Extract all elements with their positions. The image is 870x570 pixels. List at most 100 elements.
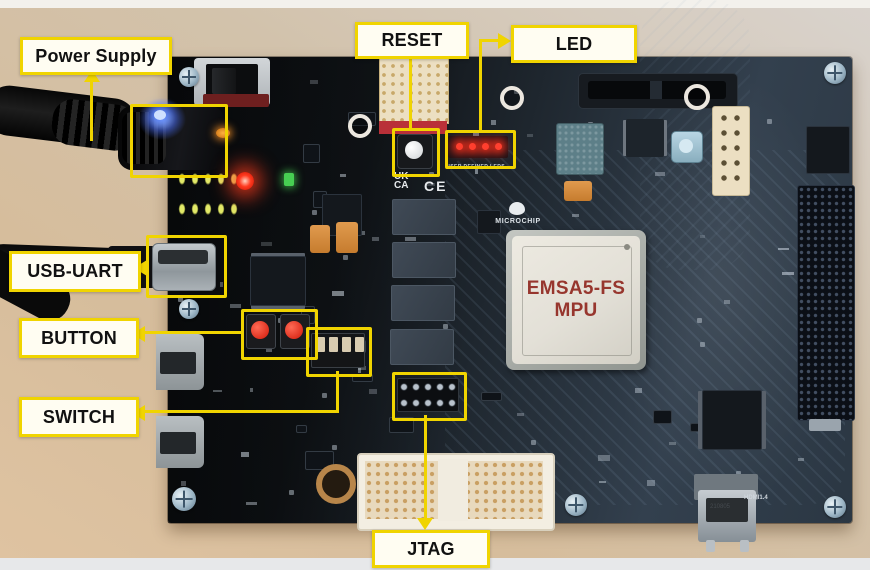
top-edge-connector-key [650,81,662,99]
silkscreen-mark [249,388,253,392]
usb-mini-connector-slot [158,250,208,264]
dip-toggle-2 [329,337,338,352]
callout-button: BUTTON [19,318,139,358]
idc-box-header-pins [718,112,742,188]
jtag-arrow [417,518,433,530]
silkscreen-mark [322,393,328,399]
dip-toggle-1 [316,337,325,352]
fmc-connector-tab [809,419,841,431]
silkscreen-mark [368,388,377,394]
power-jack-outline [130,104,228,178]
silkscreen-mark [472,130,480,136]
silkscreen-mark [736,470,742,476]
silkscreen-mark [261,242,273,246]
silkscreen-mark [700,341,706,347]
silkscreen-mark [767,118,772,124]
silkscreen-mark [357,366,366,371]
silkscreen-mark [646,480,655,486]
callout-switch: SWITCH [19,397,139,437]
status-led-grid [176,170,242,232]
silkscreen-mark [491,119,497,126]
red-indicator-led [236,172,254,190]
green-indicator-led [284,173,294,186]
user-led-3 [482,143,489,150]
silkscreen-mark [331,290,344,297]
mounting-hole-2 [500,86,524,110]
switch-outline [306,327,372,377]
orange-cap-2 [336,222,358,253]
silkscreen-mark [481,392,502,402]
led-line-v [479,39,482,130]
jtag-line [424,415,427,518]
reset-button-cap [405,141,423,159]
silkscreen-mark [405,237,417,242]
silkscreen-mark [597,455,610,462]
screw-bottom-center [565,494,587,516]
silkscreen-mark [371,237,379,241]
dark-chip-small [477,210,501,234]
silkscreen-mark [723,300,731,304]
silkscreen-mark [309,80,318,85]
reset-line [409,50,412,130]
user-led-2 [469,143,476,150]
dip-toggle-4 [355,337,364,352]
silkscreen-mark [696,318,702,323]
screw-bottom-right [824,496,846,518]
push-button-2-cap [285,321,303,339]
silkscreen-mark [181,481,187,487]
screw-bottom-left [172,487,196,511]
silkscreen-mark [797,458,804,462]
silkscreen-mark [654,171,666,177]
ram-chip-4 [390,329,454,365]
ce-marking: CE [424,178,448,194]
silkscreen-mark [331,445,337,451]
button-outline [241,309,318,360]
silkscreen-mark [389,417,415,434]
silkscreen-mark [699,234,705,239]
callout-usb-uart: USB-UART [9,251,141,292]
silkscreen-mark [212,390,222,393]
led-outline [445,130,516,169]
silkscreen-mark [653,409,672,424]
silkscreen-mark [530,439,536,445]
hdmi-port-left-1-slot [160,352,196,374]
mpu-chip-face: EMSA5-FS MPU [512,236,640,364]
jtag-outline [392,372,467,421]
switch-line-h [144,410,339,413]
silkscreen-mark [339,174,347,177]
silkscreen-mark [572,213,580,218]
silkscreen-mark [219,281,223,287]
silkscreen-mark [289,489,294,495]
dip-toggle-3 [342,337,351,352]
silkscreen-mark [517,413,524,416]
callout-power-supply: Power Supply [20,37,172,75]
power-supply-line [90,81,93,141]
callout-jtag: JTAG [372,530,490,568]
top-pin-grid-header [379,52,449,124]
top-margin [0,0,870,8]
orange-cap-3 [564,181,592,201]
microchip-logo-icon [509,202,525,215]
silkscreen-mark [357,368,362,374]
screw-top-left [179,67,199,87]
user-led-strip [448,136,508,158]
reset-outline [392,128,440,177]
push-button-1-cap [251,321,269,339]
orange-cap-1 [310,225,330,253]
silkscreen-mark [475,167,479,174]
jtag-pin-header [397,378,459,412]
silkscreen-mark [634,388,643,393]
hdmi-port-left-2-slot [160,432,196,454]
led-line-h [480,39,500,42]
silkscreen-mark [246,501,257,505]
fmc-connector [797,185,855,421]
silkscreen-mark [343,254,349,260]
mpu-pin1-dot [624,244,630,250]
mpu-chip-text-line2: MPU [554,300,598,321]
user-led-1 [456,143,463,150]
ukca-line2: CA [394,180,409,191]
mpu-chip-text-line1: EMSA5-FS [526,278,626,299]
user-led-4 [495,143,502,150]
ram-chip-3 [391,285,455,321]
